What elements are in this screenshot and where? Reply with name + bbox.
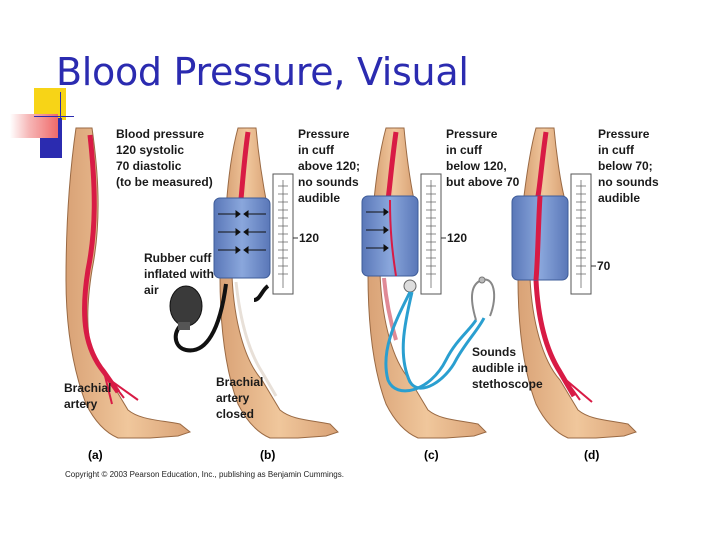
label-line: audible (298, 191, 341, 205)
caption-line: (to be measured) (116, 175, 213, 189)
label-line: but above 70 (446, 175, 520, 189)
label-line: below 70; (598, 159, 653, 173)
panel-d-gauge (570, 173, 596, 295)
label-line: inflated with (144, 267, 214, 281)
panel-a-arm (65, 127, 192, 439)
panel-c-arm (367, 127, 487, 439)
panel-c-cuff (361, 195, 419, 277)
label-line: in cuff (446, 143, 482, 157)
panel-a-artery-label: Brachial artery (64, 380, 111, 412)
label-line: closed (216, 407, 255, 421)
panel-c-stethoscope (384, 276, 496, 393)
panel-c-gauge (420, 173, 446, 295)
panel-c-gauge-value: 120 (447, 231, 468, 245)
panel-c-letter: (c) (424, 448, 439, 462)
label-line: Pressure (446, 127, 498, 141)
label-line: artery (216, 391, 250, 405)
panel-d-letter: (d) (584, 448, 600, 462)
accent-line-vertical (60, 92, 61, 154)
panel-c-gauge-text: Pressure in cuff below 120, but above 70 (446, 126, 519, 190)
panel-b-bulb (169, 283, 228, 353)
panel-b-cuff-label: Rubber cuff inflated with air (144, 250, 214, 298)
label-line: artery (64, 397, 98, 411)
panel-b-gauge (253, 173, 298, 302)
caption-line: Blood pressure (116, 127, 205, 141)
label-line: Rubber cuff (144, 251, 212, 265)
panel-d-gauge-value: 70 (597, 259, 611, 273)
label-line: no sounds (298, 175, 359, 189)
panel-b-artery-label: Brachial artery closed (216, 374, 263, 422)
copyright-notice: Copyright © 2003 Pearson Education, Inc.… (65, 470, 344, 479)
label-line: Pressure (598, 127, 650, 141)
label-line: in cuff (598, 143, 634, 157)
panel-b-gauge-text: Pressure in cuff above 120; no sounds au… (298, 126, 360, 206)
label-line: audible in (472, 361, 529, 375)
slide-title: Blood Pressure, Visual (56, 50, 469, 94)
panel-b-gauge-value: 120 (299, 231, 320, 245)
label-line: below 120, (446, 159, 507, 173)
label-line: above 120; (298, 159, 361, 173)
label-line: in cuff (298, 143, 334, 157)
caption-line: 120 systolic (116, 143, 185, 157)
panel-b-cuff (213, 197, 271, 279)
panel-d-arm (517, 127, 637, 439)
label-line: Brachial (64, 381, 112, 395)
panel-a-caption: Blood pressure 120 systolic 70 diastolic… (116, 126, 213, 190)
panel-b-letter: (b) (260, 448, 276, 462)
panel-d-cuff (511, 195, 569, 281)
label-line: stethoscope (472, 377, 543, 391)
label-line: air (144, 283, 159, 297)
label-line: Sounds (472, 345, 516, 359)
label-line: audible (598, 191, 641, 205)
accent-red-bar (10, 114, 58, 138)
label-line: Brachial (216, 375, 264, 389)
label-line: Pressure (298, 127, 350, 141)
caption-line: 70 diastolic (116, 159, 182, 173)
panel-c-sound-label: Sounds audible in stethoscope (472, 344, 543, 392)
panel-d-gauge-text: Pressure in cuff below 70; no sounds aud… (598, 126, 659, 206)
accent-line-horizontal (34, 116, 74, 117)
panel-a-letter: (a) (88, 448, 103, 462)
label-line: no sounds (598, 175, 659, 189)
